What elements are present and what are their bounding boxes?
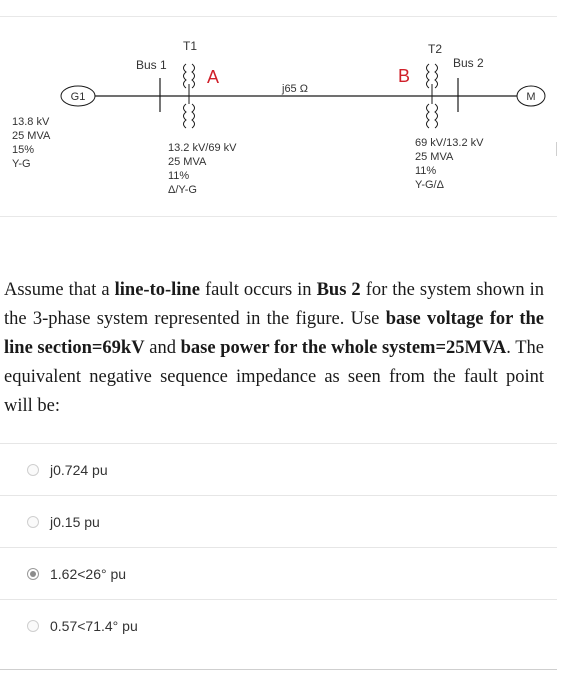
annotation-b: B [398,66,410,86]
t2-secondary-winding [434,63,438,89]
t1-spec-connection: Δ/Y-G [168,184,197,196]
question-fragment: Assume that a [4,280,115,300]
annotation-a: A [207,67,219,87]
divider [0,669,557,670]
motor-symbol [516,85,546,107]
t2-spec-voltage: 69 kV/13.2 kV [415,137,484,149]
question-emphasis-bus: Bus 2 [316,280,361,300]
t1-label: T1 [183,39,197,53]
radio-button[interactable] [27,619,39,632]
t1-specs: 13.2 kV/69 kV 25 MVA 11% Δ/Y-G [168,142,237,196]
question-emphasis-fault-type: line-to-line [114,280,200,300]
answer-option-selected[interactable]: 1.62<26° pu [0,547,557,599]
t1-primary-winding [183,63,187,89]
t2-primary-winding [426,63,430,89]
question-fragment: and [144,338,181,358]
divider [0,16,557,17]
question-text: Assume that a line-to-line fault occurs … [4,276,544,421]
t2-secondary-winding-lower [434,103,438,129]
t2-specs: 69 kV/13.2 kV 25 MVA 11% Y-G/Δ [415,137,484,191]
diagram-svg: G1 Bus 1 T1 A j65 Ω B T2 Bus 2 M 13.8 [12,39,546,196]
bus2-label: Bus 2 [453,56,484,70]
g1-spec-reactance: 15% [12,144,34,156]
answer-option-label: j0.724 pu [50,461,108,478]
t1-spec-power: 25 MVA [168,156,207,168]
t1-spec-reactance: 11% [168,170,189,182]
question-fragment: for the system shown in the 3-phase syst… [4,280,545,329]
question-emphasis-base-power: base power for the whole system=25MVA [180,338,507,358]
answer-option[interactable]: 0.57<71.4° pu [0,599,557,651]
g1-spec-connection: Y-G [12,158,31,170]
motor-label: M [526,91,535,103]
divider [0,216,557,217]
t1-primary-winding-lower [183,103,187,129]
t2-label: T2 [428,42,442,56]
generator-g1-symbol [60,85,96,107]
question-fragment: . The equivalent negative sequence imped… [4,338,545,416]
answer-option-label: 0.57<71.4° pu [50,617,138,634]
answer-option[interactable]: j0.15 pu [0,495,557,547]
t1-secondary-winding-lower [191,103,195,129]
answer-option[interactable]: j0.724 pu [0,443,557,495]
question-fragment: fault occurs in [199,280,317,300]
question-emphasis-base-voltage: base voltage for the line section=69kV [4,309,544,358]
answer-option-label: 1.62<26° pu [50,565,127,582]
line-impedance-label: j65 Ω [281,83,308,95]
t2-spec-reactance: 11% [415,165,436,177]
answer-options: j0.724 pu j0.15 pu 1.62<26° pu 0.57<71.4… [0,443,557,651]
one-line-diagram: G1 Bus 1 T1 A j65 Ω B T2 Bus 2 M 13.8 [0,0,570,218]
radio-button[interactable] [27,463,39,476]
t2-spec-power: 25 MVA [415,151,454,163]
t2-spec-connection: Y-G/Δ [415,179,445,191]
radio-button[interactable] [27,515,39,528]
radio-button-checked[interactable] [27,567,39,580]
t1-spec-voltage: 13.2 kV/69 kV [168,142,237,154]
scroll-edge-mark [556,142,557,156]
bus1-label: Bus 1 [136,58,167,72]
g1-specs: 13.8 kV 25 MVA 15% Y-G [12,116,51,170]
answer-option-label: j0.15 pu [50,513,100,530]
t2-primary-winding-lower [426,103,430,129]
g1-spec-voltage: 13.8 kV [12,116,50,128]
g1-spec-power: 25 MVA [12,130,51,142]
generator-g1-label: G1 [71,91,86,103]
t1-secondary-winding [191,63,195,89]
